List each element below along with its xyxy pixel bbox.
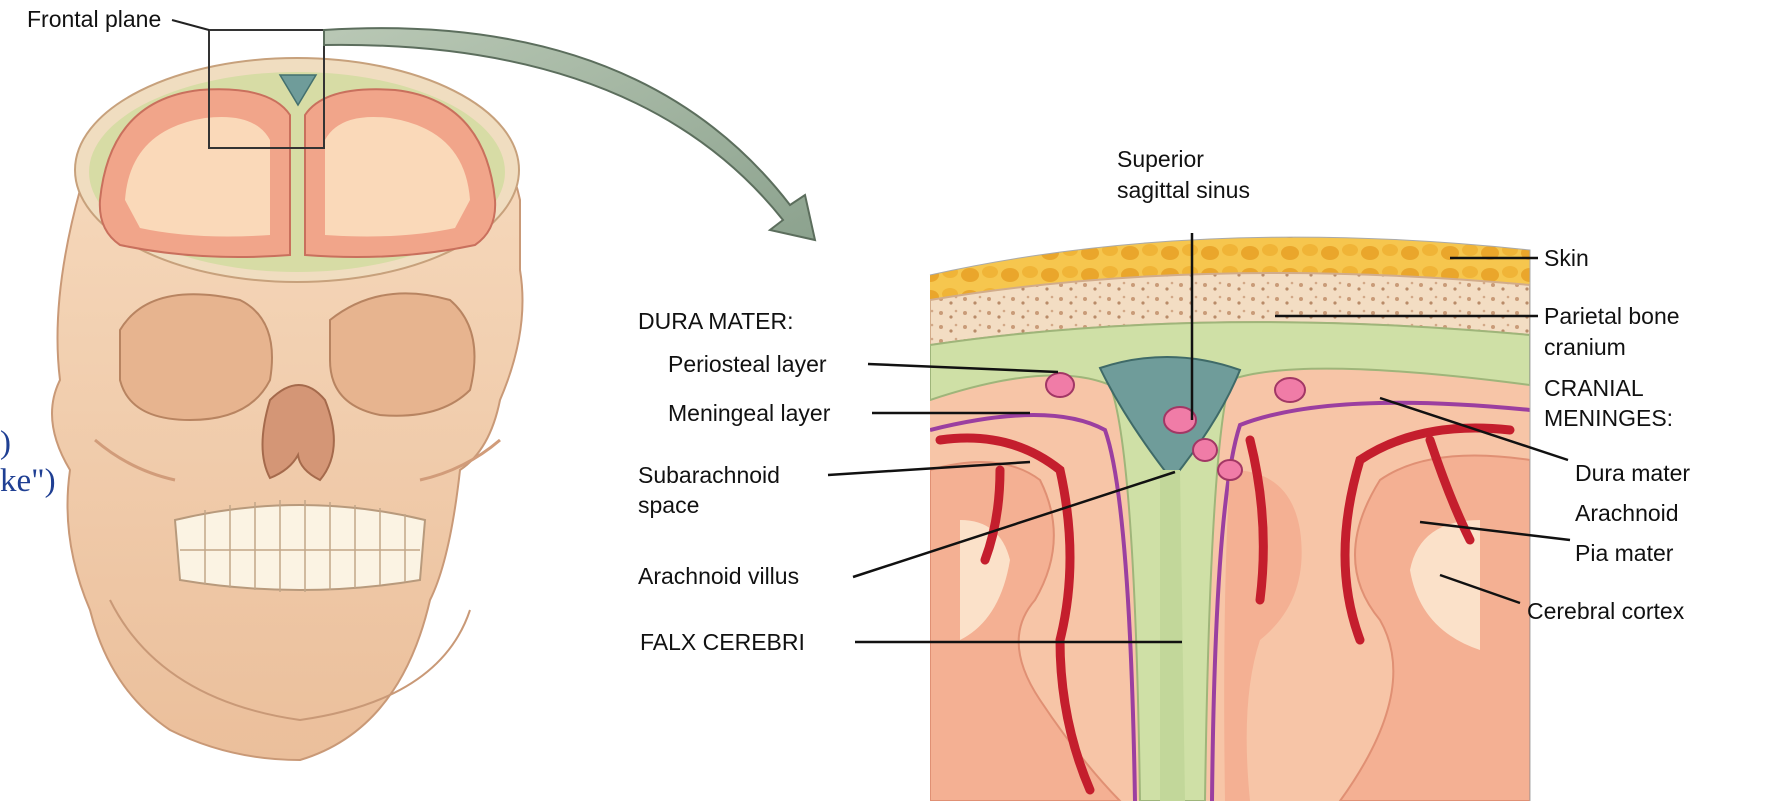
label-fragment-1: ): [0, 425, 11, 461]
label-fragment-2: ke"): [0, 463, 56, 499]
label-arachnoid: Arachnoid: [1575, 500, 1679, 526]
frontal-plane-leader: [172, 20, 209, 30]
label-falx-cerebri: FALX CEREBRI: [640, 629, 805, 655]
label-meningeal-layer: Meningeal layer: [668, 400, 830, 426]
label-periosteal-layer: Periosteal layer: [668, 351, 827, 377]
label-cerebral-cortex: Cerebral cortex: [1527, 598, 1684, 624]
skull-illustration: [52, 20, 523, 760]
label-cranium: cranium: [1544, 334, 1626, 360]
label-skin: Skin: [1544, 245, 1589, 271]
label-superior: Superior: [1117, 146, 1204, 172]
label-subarachnoid: Subarachnoid: [638, 462, 780, 488]
label-cranial: CRANIAL: [1544, 375, 1644, 401]
label-arachnoid-villus: Arachnoid villus: [638, 563, 799, 589]
label-space: space: [638, 492, 699, 518]
label-parietal-bone: Parietal bone: [1544, 303, 1680, 329]
label-dura-mater-heading: DURA MATER:: [638, 308, 793, 334]
label-sagittal-sinus: sagittal sinus: [1117, 177, 1250, 203]
label-frontal-plane: Frontal plane: [27, 6, 161, 32]
magnified-panel: [930, 200, 1530, 801]
label-pia-mater: Pia mater: [1575, 540, 1673, 566]
label-dura-mater: Dura mater: [1575, 460, 1690, 486]
label-meninges: MENINGES:: [1544, 405, 1673, 431]
